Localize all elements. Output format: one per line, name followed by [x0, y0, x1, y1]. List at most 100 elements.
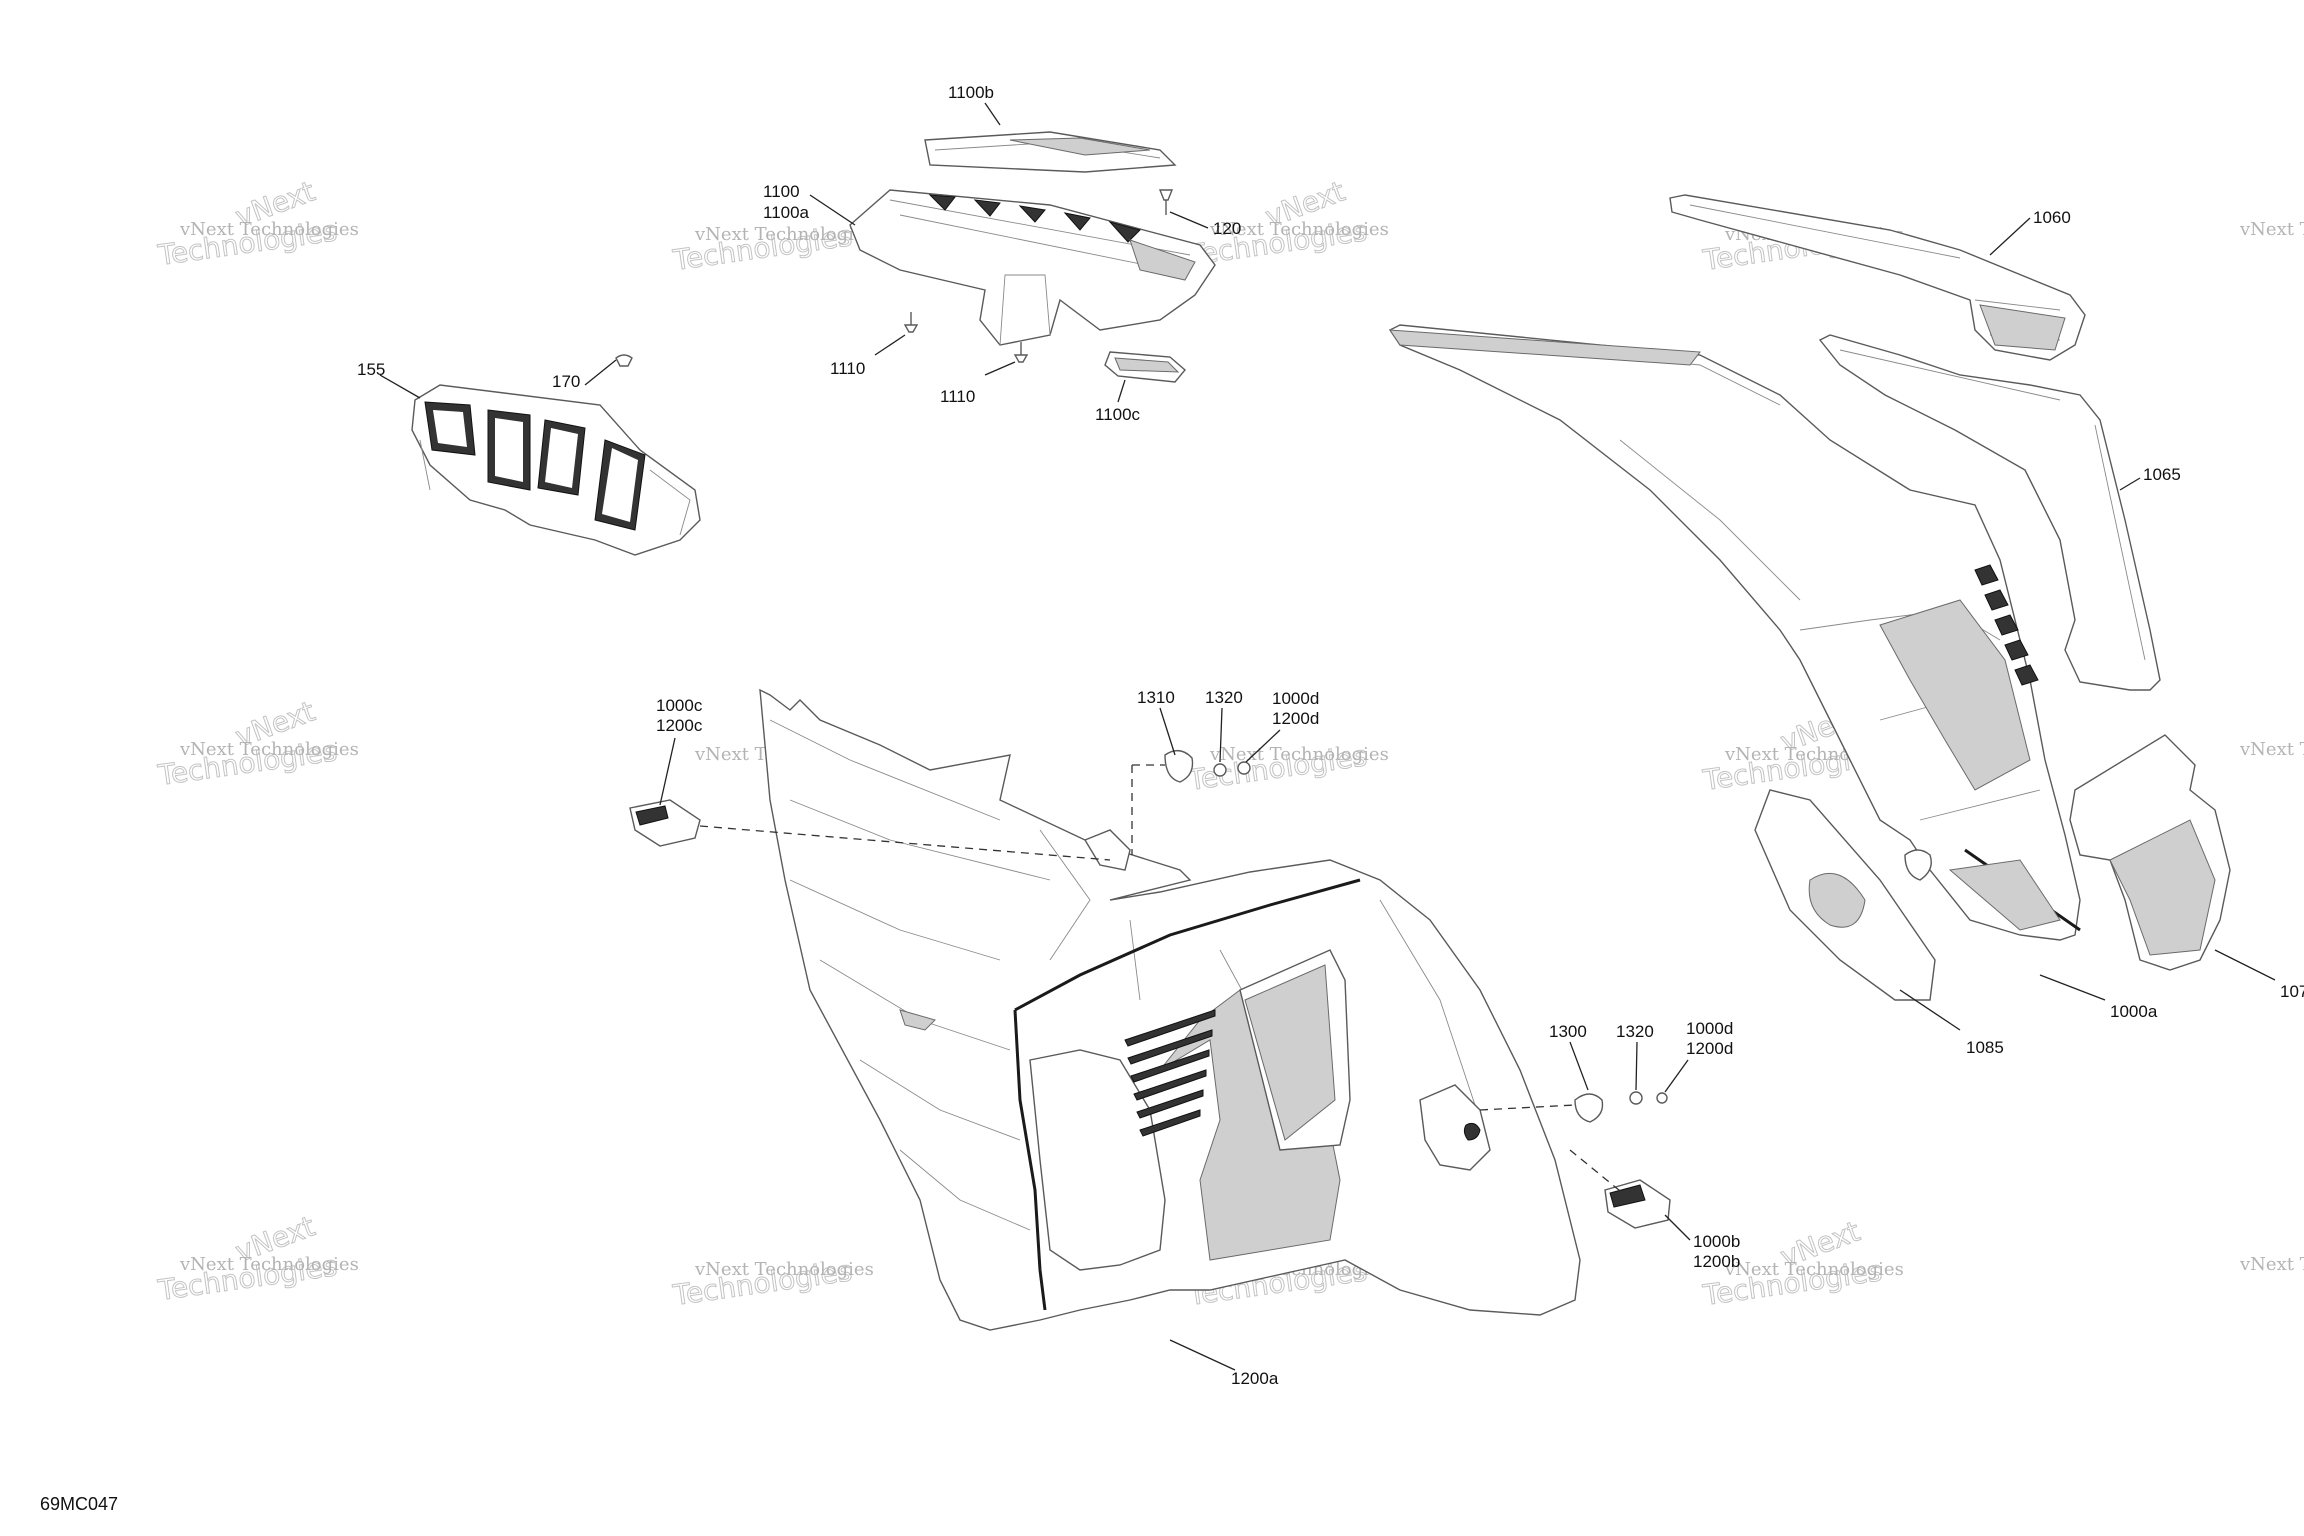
watermark: vNext Technologies Technologies — [670, 219, 874, 278]
part-1000a — [1388, 324, 2081, 941]
part-mount-recess — [1419, 1084, 1491, 1171]
callout-1110-left: 1110 — [830, 359, 865, 378]
watermark: vNext Technologies Technologies — [670, 1254, 874, 1313]
screw-1110-left — [903, 312, 919, 333]
lamp-lens — [1609, 1184, 1646, 1208]
nut-1000d-top — [1237, 761, 1251, 775]
part-107x — [2069, 734, 2231, 971]
part-vent-slots — [1974, 564, 2039, 686]
callout-1100c: 1100c — [1095, 405, 1141, 424]
leader-line — [1159, 707, 1176, 756]
washer-1320-top — [1213, 763, 1227, 777]
part-1100b-cover — [924, 131, 1177, 173]
leader-line — [1569, 1041, 1589, 1091]
callout-1200c: 1200c — [656, 716, 703, 735]
leader-lines — [379, 102, 2276, 1371]
part-1060 — [1669, 194, 2086, 361]
leader-line — [584, 359, 617, 386]
callout-170: 170 — [552, 372, 580, 391]
part-shading — [1879, 599, 2031, 791]
assembly-line — [1479, 1104, 1576, 1111]
leader-line — [1664, 1059, 1689, 1093]
watermark-line: vNext Technologies — [694, 1259, 874, 1280]
part-shading — [1244, 964, 1336, 1141]
screw-170 — [615, 354, 633, 367]
leader-line — [984, 102, 1001, 126]
part-shading — [1979, 304, 2066, 351]
washer-1320-bottom — [1629, 1091, 1643, 1105]
watermark: vNext Technologies — [2239, 1254, 2304, 1275]
leader-line — [2119, 477, 2141, 491]
part-1085 — [1754, 789, 1936, 1001]
callout-1200d-bottom: 1200d — [1686, 1039, 1733, 1058]
part-1060-panel — [1669, 194, 2086, 361]
callout-120: 120 — [1213, 219, 1241, 238]
grommet-1310 — [1164, 750, 1194, 783]
part-1065 — [1818, 334, 2161, 691]
part-1065-film — [1818, 334, 2161, 691]
callout-1065: 1065 — [2143, 465, 2181, 484]
callout-1000b: 1000b — [1693, 1232, 1740, 1251]
leader-line — [2039, 974, 2106, 1001]
leader-line — [1635, 1041, 1638, 1091]
watermark-line: vNext Technologies — [2239, 1254, 2304, 1275]
watermark-line: vNext Technologies — [1209, 744, 1389, 765]
assembly-lines — [699, 764, 1626, 1196]
part-shading — [1114, 357, 1180, 373]
screw-120 — [1158, 189, 1174, 215]
grommet-1300 — [1574, 1093, 1604, 1123]
callout-155: 155 — [357, 360, 385, 379]
part-edge-trim — [1013, 1009, 1047, 1311]
grille-cell-inner — [495, 418, 523, 482]
callout-1320-bottom: 1320 — [1616, 1022, 1654, 1041]
part-vent-slots — [1124, 1009, 1216, 1137]
callout-1000a: 1000a — [2110, 1002, 2158, 1021]
watermark: vNext Technologies vNext Technologies — [155, 1209, 359, 1307]
part-1200a — [759, 688, 1581, 1331]
leader-line — [1989, 217, 2031, 256]
watermark-line: vNext Technologies — [1724, 1259, 1904, 1280]
watermark: vNext Technologies vNext Technologies — [155, 174, 359, 272]
watermark-line: vNext Technologies — [179, 1254, 359, 1275]
assembly-line — [1569, 1149, 1626, 1196]
part-1200a-panel — [759, 688, 1581, 1331]
leader-line — [1117, 379, 1126, 403]
leader-line — [1219, 707, 1223, 763]
watermark-line: vNext Technologies — [694, 224, 874, 245]
part-shading — [2109, 819, 2216, 956]
callout-1000c: 1000c — [656, 696, 703, 715]
part-shading — [1009, 137, 1151, 156]
leader-line — [2214, 949, 2276, 981]
watermark: vNext Technologies — [2239, 219, 2304, 240]
lamp-1000b — [1604, 1179, 1671, 1229]
assembly-line — [1131, 764, 1165, 855]
watermark-line: vNext Technologies — [1209, 219, 1389, 240]
part-shading — [1129, 239, 1196, 281]
drawing-code: 69MC047 — [40, 1494, 118, 1514]
callout-1320-top: 1320 — [1205, 688, 1243, 707]
callout-1100: 1100 — [763, 182, 800, 201]
callout-1100b: 1100b — [948, 83, 994, 102]
leader-line — [1245, 729, 1281, 763]
grille-cell-inner — [433, 410, 467, 447]
callout-107: 107 — [2280, 982, 2304, 1001]
watermark: vNext Technologies vNext Technologies — [155, 694, 359, 792]
callout-1000d-bottom: 1000d — [1686, 1019, 1733, 1038]
watermark-line: vNext Technologies — [2239, 739, 2304, 760]
watermark-line: vNext Technologies — [179, 219, 359, 240]
grille-cell-inner — [602, 448, 638, 522]
callout-1000d-top: 1000d — [1272, 689, 1319, 708]
callout-1200a: 1200a — [1231, 1369, 1279, 1388]
leader-line — [1899, 989, 1961, 1031]
part-shading — [1389, 329, 1701, 366]
part-155-assembly — [411, 354, 701, 556]
hardware-group — [1164, 750, 1668, 1123]
part-shading — [899, 1009, 936, 1031]
nut-1000d-bottom — [1656, 1092, 1668, 1104]
callout-1310: 1310 — [1137, 688, 1175, 707]
part-contour-line — [1399, 334, 2041, 821]
part-vent-slots — [928, 194, 1141, 243]
callout-1300: 1300 — [1549, 1022, 1587, 1041]
lamp-1000c — [629, 799, 701, 847]
part-shading — [1948, 859, 2061, 931]
